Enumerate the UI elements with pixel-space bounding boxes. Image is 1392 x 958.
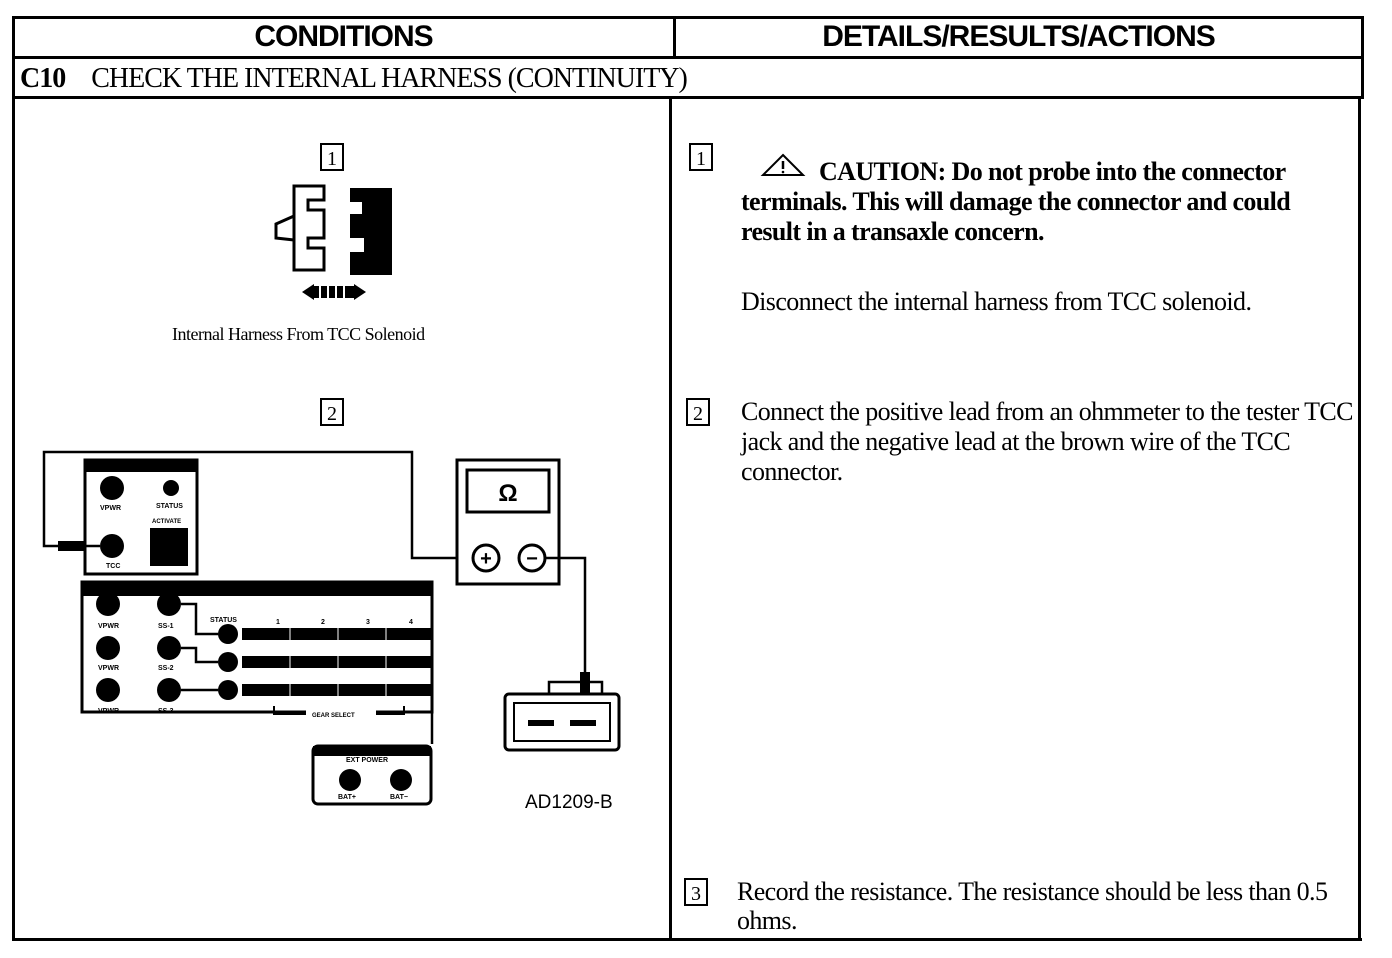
bat-plus-label: BAT+ [338, 794, 356, 801]
figure-id: AD1209-B [525, 792, 613, 813]
tester-wiring-diagram: VPWR STATUS ACTIVATE TCC VPWR VPWR VPWR … [42, 450, 621, 806]
ohmmeter: Ω + − [455, 458, 561, 586]
gear-4: 4 [409, 619, 413, 626]
activate-label: ACTIVATE [152, 519, 181, 525]
column-divider [669, 96, 672, 941]
minus-sign: − [526, 548, 538, 570]
bat-minus-label: BAT− [390, 794, 408, 801]
section-title-row: C10 CHECK THE INTERNAL HARNESS (CONTINUIT… [20, 62, 688, 96]
table-top-border [12, 16, 1364, 19]
caution-text: CAUTION: Do not probe into the connector… [741, 157, 1351, 247]
tcc-jack [100, 534, 124, 558]
connector-icon [274, 184, 392, 300]
right-step2-box: 2 [686, 398, 710, 426]
warning-triangle-icon [760, 153, 806, 176]
ext-power-box: EXT POWER BAT+ BAT− [311, 744, 433, 806]
step1-text: Disconnect the internal harness from TCC… [741, 287, 1252, 316]
vpwr-label-2: VPWR [98, 623, 119, 630]
section-title: CHECK THE INTERNAL HARNESS (CONTINUITY) [91, 63, 688, 94]
gear-3: 3 [366, 619, 370, 626]
right-step3-box: 3 [684, 878, 708, 906]
ss3-label: SS-3 [158, 708, 174, 715]
tester-top-panel: VPWR STATUS ACTIVATE TCC [83, 458, 199, 576]
header-bottom-border [12, 56, 1364, 59]
vpwr-label-4: VPWR [98, 708, 119, 715]
meter-positive-jack [471, 543, 501, 573]
step1-caption: Internal Harness From TCC Solenoid [172, 324, 425, 344]
tcc-connector [503, 680, 621, 752]
table-bottom-border [12, 938, 1362, 941]
activate-button [150, 528, 188, 566]
table-left-border [12, 16, 15, 941]
left-step2-box: 2 [320, 398, 344, 426]
right-step1-box: 1 [689, 143, 713, 171]
header-divider [673, 16, 676, 58]
table-right-border-lower [1358, 96, 1361, 941]
section-bottom-border [12, 96, 1364, 99]
ss2-label: SS-2 [158, 665, 174, 672]
status-label-2: STATUS [210, 617, 237, 624]
section-code: C10 [20, 63, 66, 94]
vpwr-label-3: VPWR [98, 665, 119, 672]
tcc-label: TCC [106, 563, 120, 570]
vpwr-jack [100, 476, 124, 500]
left-step1-box: 1 [320, 143, 344, 171]
ss1-label: SS-1 [158, 623, 174, 630]
status-led [163, 480, 179, 496]
gear-2: 2 [321, 619, 325, 626]
step2-text: Connect the positive lead from an ohmmet… [741, 397, 1354, 486]
gear-select-label: GEAR SELECT [312, 713, 355, 719]
gear-1: 1 [276, 619, 280, 626]
caution-body: CAUTION: Do not probe into the connector… [741, 157, 1291, 246]
conditions-header: CONDITIONS [254, 20, 433, 53]
vpwr-label: VPWR [100, 505, 121, 512]
step3-text: Record the resistance. The resistance sh… [737, 877, 1328, 935]
ext-power-label: EXT POWER [346, 757, 388, 764]
table-right-border [1361, 16, 1364, 98]
ohm-symbol: Ω [498, 480, 517, 507]
status-label: STATUS [156, 503, 183, 510]
details-header: DETAILS/RESULTS/ACTIONS [822, 20, 1216, 53]
plus-sign: + [480, 548, 492, 570]
tester-lower-panel: VPWR VPWR VPWR SS-1 SS-2 SS-3 STATUS 1 2… [80, 580, 434, 744]
